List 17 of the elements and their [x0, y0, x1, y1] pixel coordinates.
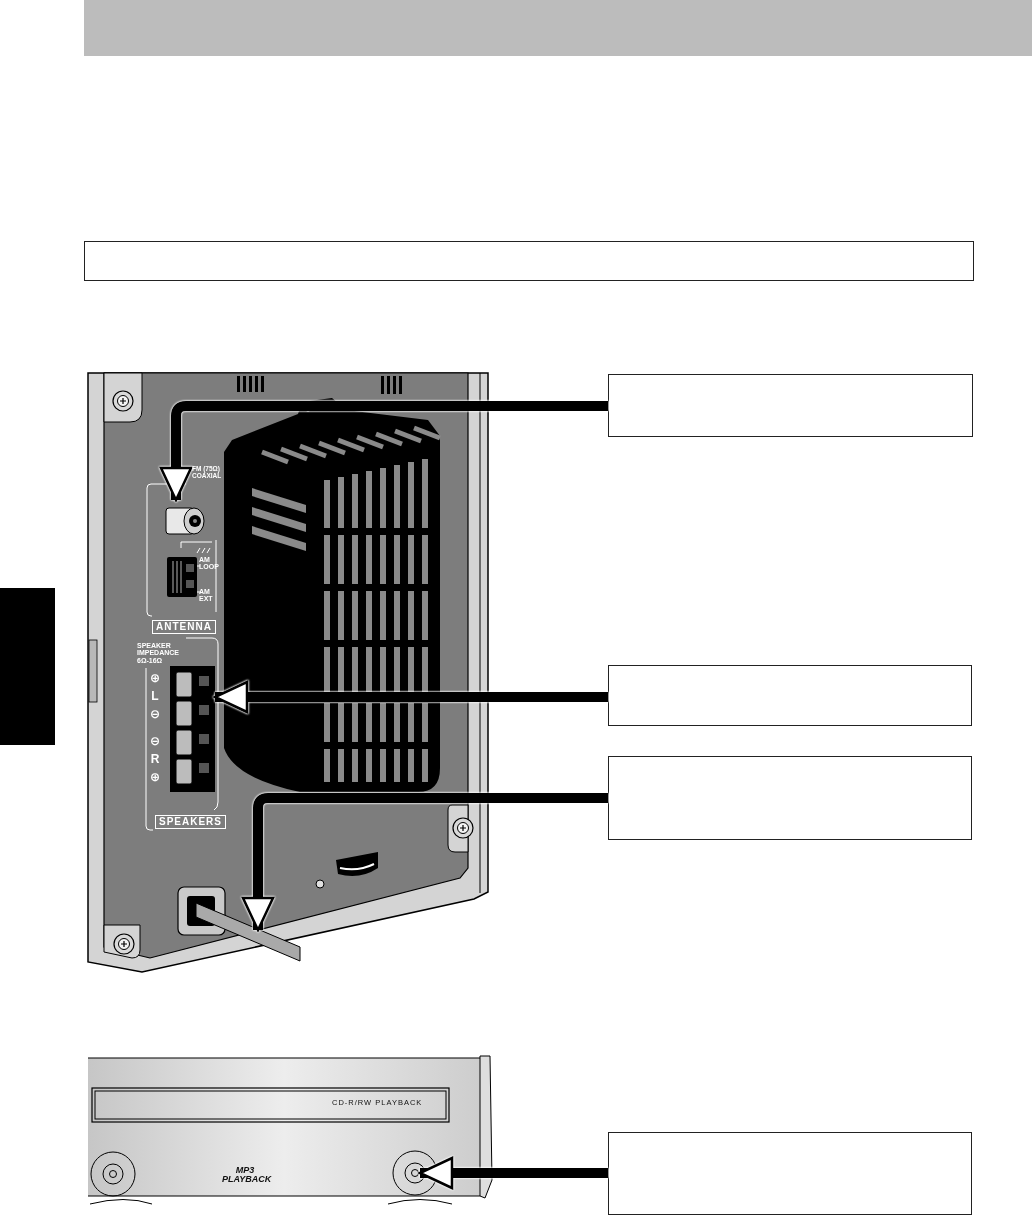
arrow	[159, 401, 608, 502]
section-label: SPEAKERS	[155, 815, 226, 829]
polarity-mark: ⊕	[148, 771, 162, 784]
polarity-mark: ⊖	[148, 708, 162, 721]
callout-box	[608, 374, 973, 437]
section-tab	[0, 588, 55, 745]
channel-label: R	[149, 753, 161, 766]
note-box	[84, 241, 974, 281]
arrow	[418, 1156, 608, 1190]
polarity-mark: ⊖	[148, 735, 162, 748]
channel-label: L	[150, 690, 160, 703]
section-label: ANTENNA	[152, 620, 216, 634]
arrow	[241, 793, 608, 932]
callout-box	[608, 1132, 972, 1215]
callout-box	[608, 756, 972, 840]
callout-box	[608, 665, 972, 726]
polarity-mark: ⊕	[148, 672, 162, 685]
